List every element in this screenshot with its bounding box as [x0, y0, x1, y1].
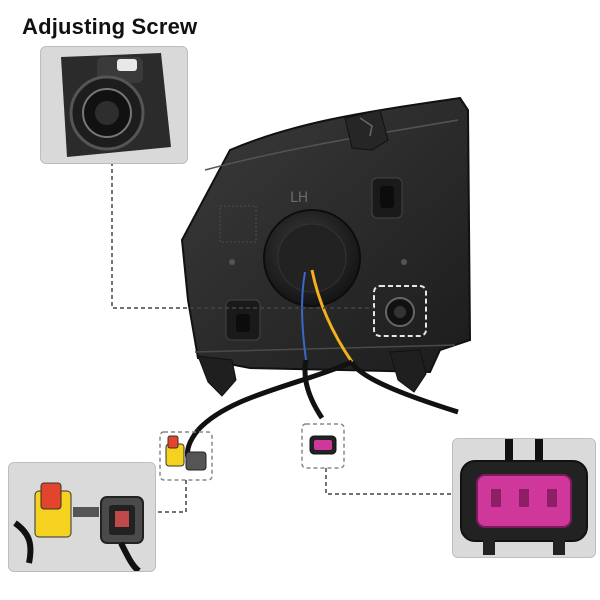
connector-plug [159, 431, 213, 481]
adjusting-screw-closeup [40, 46, 188, 164]
adjusting-screw [373, 285, 427, 337]
pink-socket-closeup [452, 438, 596, 558]
adjusting-screw-closeup-image [41, 47, 187, 163]
leader-lines [111, 162, 452, 513]
connector-plug-closeup-image [9, 463, 155, 571]
pink-socket-connector [301, 423, 345, 469]
pink-socket-closeup-image [453, 439, 595, 557]
connector-plug-closeup [8, 462, 156, 572]
page-title: Adjusting Screw [22, 14, 198, 39]
side-marking-text: LH [290, 190, 308, 206]
bulb-socket [263, 209, 361, 307]
